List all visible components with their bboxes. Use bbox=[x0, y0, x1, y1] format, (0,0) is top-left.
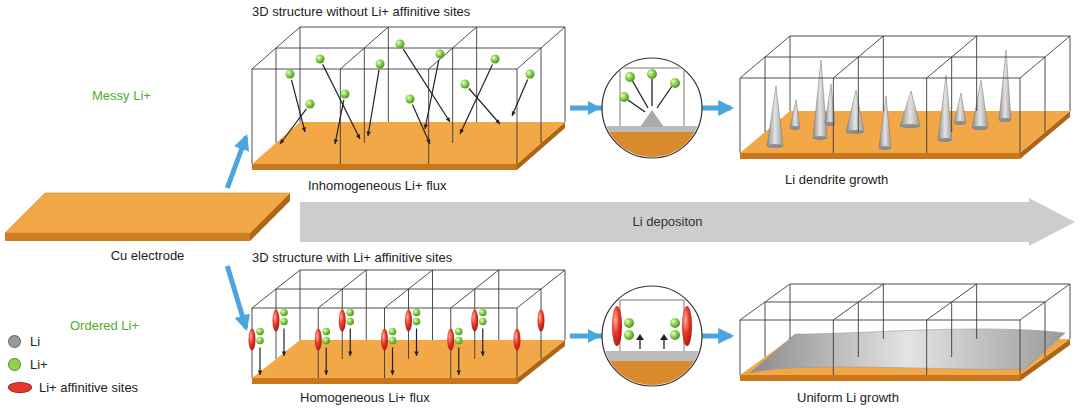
flux-label: Ordered Li+ bbox=[70, 318, 139, 333]
legend-swatch bbox=[8, 335, 21, 348]
heading-text: 3D structure with Li+ affinitive sites bbox=[252, 250, 452, 266]
caption-text: Uniform Li growth bbox=[797, 390, 899, 406]
heading-text: 3D structure without Li+ affinitive site… bbox=[252, 4, 470, 20]
caption-text: Li depositon bbox=[300, 214, 1035, 230]
flux-label: Messy Li+ bbox=[92, 88, 151, 103]
legend-swatch bbox=[8, 358, 21, 371]
legend-swatch bbox=[8, 382, 32, 393]
scaffold-3d: 3D structure with Li+ affinitive sitesHo… bbox=[250, 250, 570, 406]
legend-row: Li bbox=[8, 330, 138, 353]
legend-text: Li+ bbox=[30, 357, 48, 372]
legend-row: Li+ affinitive sites bbox=[8, 376, 138, 399]
legend-text: Li bbox=[30, 334, 40, 349]
node-art bbox=[735, 280, 1075, 406]
caption-text: Inhomogeneous Li+ flux bbox=[308, 178, 446, 194]
legend-row: Li+ bbox=[8, 353, 138, 376]
legend: LiLi+ Li+ affinitive sites bbox=[8, 330, 138, 399]
node-art bbox=[250, 250, 570, 406]
process-arrow: Li depositon bbox=[300, 198, 1075, 246]
result-panel: Li dendrite growth bbox=[735, 28, 1075, 188]
node-art bbox=[250, 4, 570, 194]
electrode-plate: Cu electrode bbox=[5, 188, 290, 266]
flow-arrow bbox=[227, 137, 246, 188]
flow-arrow bbox=[227, 266, 246, 328]
caption-text: Li dendrite growth bbox=[785, 172, 888, 188]
result-panel: Uniform Li growth bbox=[735, 280, 1075, 406]
caption-text: Cu electrode bbox=[5, 248, 290, 264]
node-art bbox=[735, 28, 1075, 188]
legend-text: Li+ affinitive sites bbox=[39, 380, 138, 395]
scaffold-3d: 3D structure without Li+ affinitive site… bbox=[250, 4, 570, 194]
caption-text: Homogeneous Li+ flux bbox=[300, 390, 430, 406]
